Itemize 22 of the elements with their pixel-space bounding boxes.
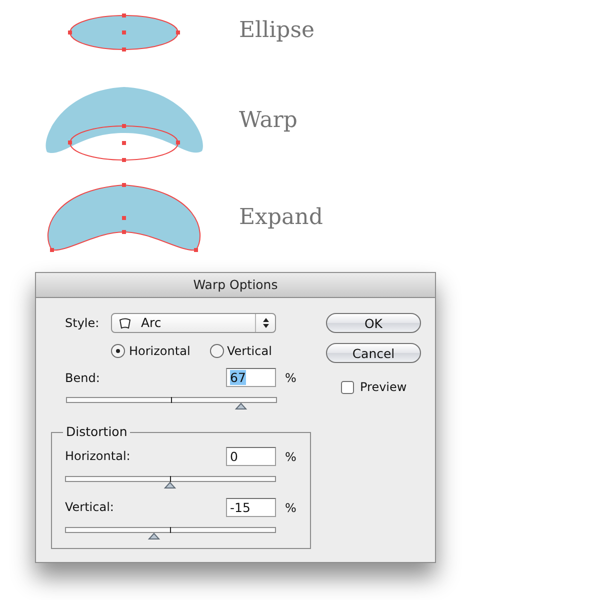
dialog-title: Warp Options bbox=[193, 278, 278, 292]
input-field: 0 bbox=[226, 447, 276, 466]
input-field: -15 bbox=[226, 498, 276, 517]
field-label: Bend: bbox=[65, 371, 100, 385]
unit-label: % bbox=[285, 450, 296, 464]
ok-button: OK bbox=[326, 313, 421, 333]
radio-label: Horizontal bbox=[129, 344, 190, 358]
radio-label: Vertical bbox=[227, 344, 272, 358]
field-label: Horizontal: bbox=[65, 449, 130, 463]
group-box bbox=[51, 424, 311, 549]
input-field: 67 bbox=[226, 368, 276, 387]
shape-label: Warp bbox=[239, 108, 298, 134]
style-dropdown: Arc bbox=[111, 313, 276, 333]
checkbox-label: Preview bbox=[360, 380, 407, 394]
unit-label: % bbox=[285, 371, 296, 385]
shape-label: Ellipse bbox=[239, 18, 315, 44]
shape-label: Expand bbox=[239, 205, 323, 231]
cancel-button: Cancel bbox=[326, 343, 421, 363]
dialog-window bbox=[35, 272, 436, 563]
field-label: Vertical: bbox=[65, 500, 114, 514]
unit-label: % bbox=[285, 501, 296, 515]
field-label: Style: bbox=[65, 316, 100, 330]
